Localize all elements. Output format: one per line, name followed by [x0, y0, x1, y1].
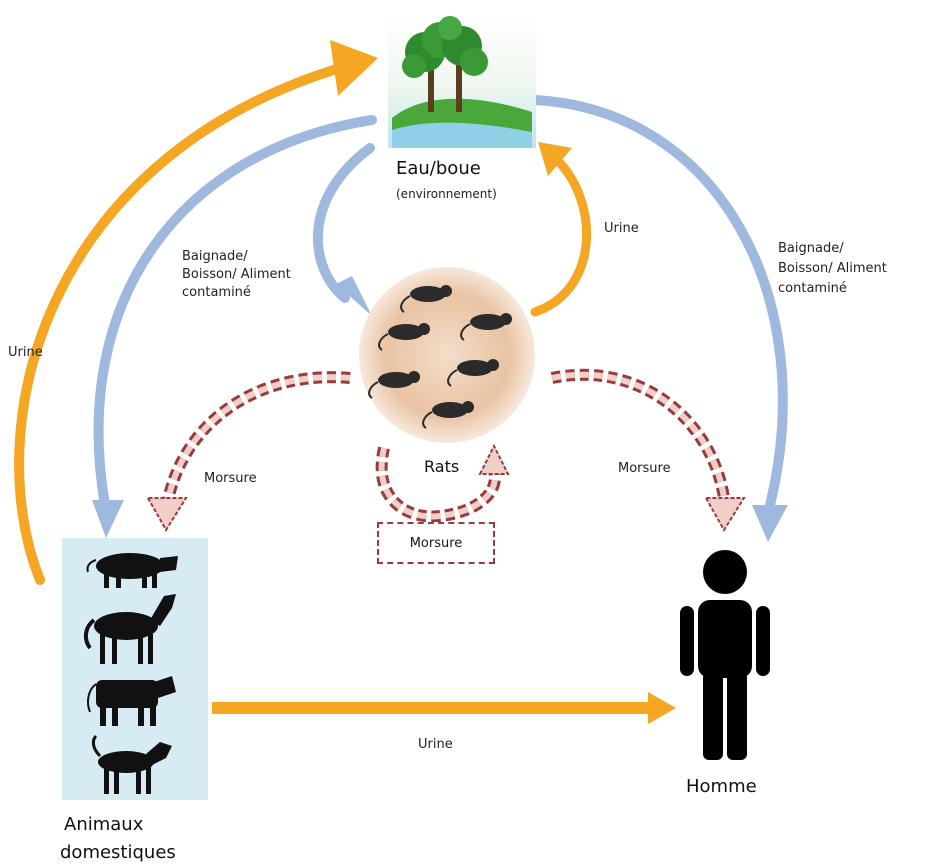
person-icon	[680, 550, 770, 760]
label-env-to-animals-2: Boisson/ Aliment	[182, 267, 291, 282]
arrow-rats-to-animals-bite	[146, 371, 351, 532]
environment-image	[388, 14, 536, 148]
label-env-to-human-2: Boisson/ Aliment	[778, 261, 887, 276]
label-rats-self-bite: Morsure	[409, 535, 463, 551]
human-label: Homme	[686, 776, 757, 797]
arrow-environment-to-animals	[92, 115, 377, 538]
arrow-environment-to-human	[530, 95, 788, 542]
label-animals-to-env-urine: Urine	[8, 345, 43, 360]
environment-subtitle: (environnement)	[396, 187, 497, 201]
arrow-rats-to-rats-bite	[375, 443, 510, 523]
arrow-rats-to-environment	[530, 142, 592, 317]
label-env-to-human-3: contaminé	[778, 281, 847, 296]
animals-label-line1: Animaux	[64, 814, 144, 835]
label-animals-to-human-urine: Urine	[418, 737, 453, 752]
arrow-animals-to-environment	[14, 40, 378, 585]
animals-label-line2: domestiques	[60, 842, 176, 863]
rats-image	[359, 267, 535, 443]
arrow-rats-to-human-bite	[550, 368, 746, 532]
rat-icon	[368, 285, 512, 429]
label-env-to-animals-1: Baignade/	[182, 249, 248, 264]
domestic-animals-panel	[62, 538, 208, 800]
label-env-to-human-1: Baignade/	[778, 241, 844, 256]
rats-label: Rats	[424, 457, 460, 476]
label-rats-to-env-urine: Urine	[604, 221, 639, 236]
environment-title: Eau/boue	[396, 158, 481, 179]
arrow-environment-to-rats	[312, 143, 375, 316]
label-env-to-animals-3: contaminé	[182, 285, 251, 300]
dog-icon	[91, 734, 172, 794]
pig-icon	[86, 553, 178, 588]
rats-self-bite-box: Morsure	[377, 522, 495, 564]
tree-icon	[392, 16, 532, 148]
label-rats-to-human-bite: Morsure	[618, 461, 671, 476]
arrow-animals-to-human	[212, 692, 676, 724]
cow-icon	[87, 676, 176, 726]
horse-icon	[83, 594, 176, 664]
label-rats-to-animals-bite: Morsure	[204, 471, 257, 486]
